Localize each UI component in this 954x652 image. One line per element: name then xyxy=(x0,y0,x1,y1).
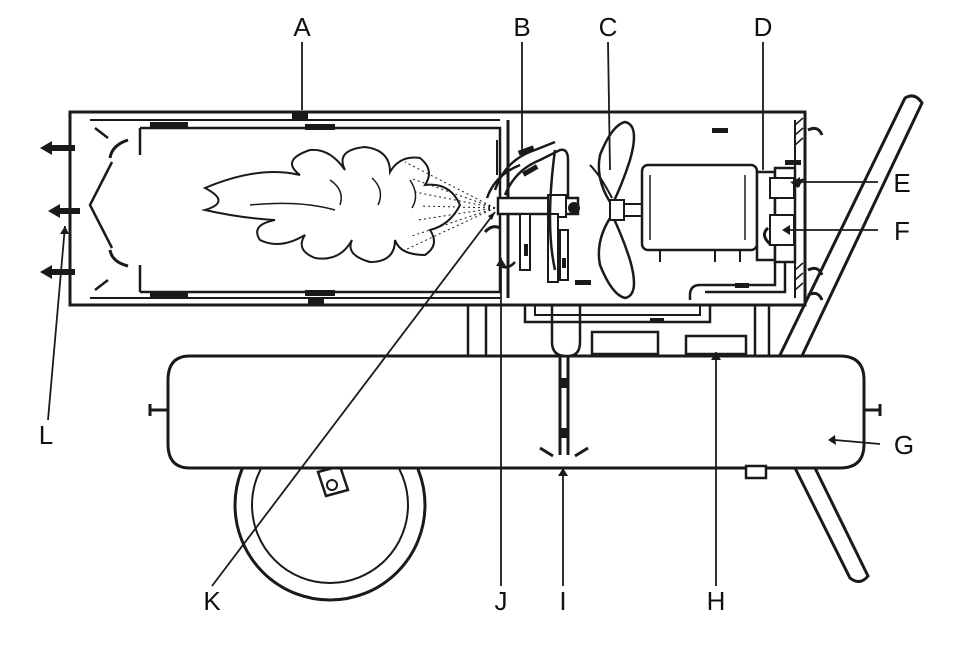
motor xyxy=(640,163,759,262)
air-intake-arrows xyxy=(807,126,824,301)
fan xyxy=(589,120,643,300)
filter-box xyxy=(590,330,660,356)
fuel-gauge xyxy=(684,334,748,356)
burner-head xyxy=(483,194,580,283)
label-h: H xyxy=(707,586,726,616)
flame-deflector xyxy=(88,127,129,291)
exhaust-arrows xyxy=(40,141,80,279)
label-k: K xyxy=(203,586,221,616)
label-d: D xyxy=(754,12,773,42)
fuel-lines xyxy=(485,140,570,271)
label-f: F xyxy=(894,216,910,246)
label-c: C xyxy=(599,12,618,42)
labels: A B C D E F G H I J K L xyxy=(39,12,914,616)
flame xyxy=(201,145,462,264)
label-i: I xyxy=(559,586,566,616)
label-b: B xyxy=(513,12,530,42)
fuel-pickup-tube xyxy=(539,306,589,458)
label-l: L xyxy=(39,420,53,450)
leader-arrowheads xyxy=(60,177,836,476)
leader-lines xyxy=(47,41,881,587)
label-j: J xyxy=(495,586,508,616)
fuel-spray xyxy=(404,161,496,251)
label-e: E xyxy=(893,168,910,198)
label-a: A xyxy=(293,12,311,42)
fuel-tank xyxy=(148,354,882,480)
label-g: G xyxy=(894,430,914,460)
